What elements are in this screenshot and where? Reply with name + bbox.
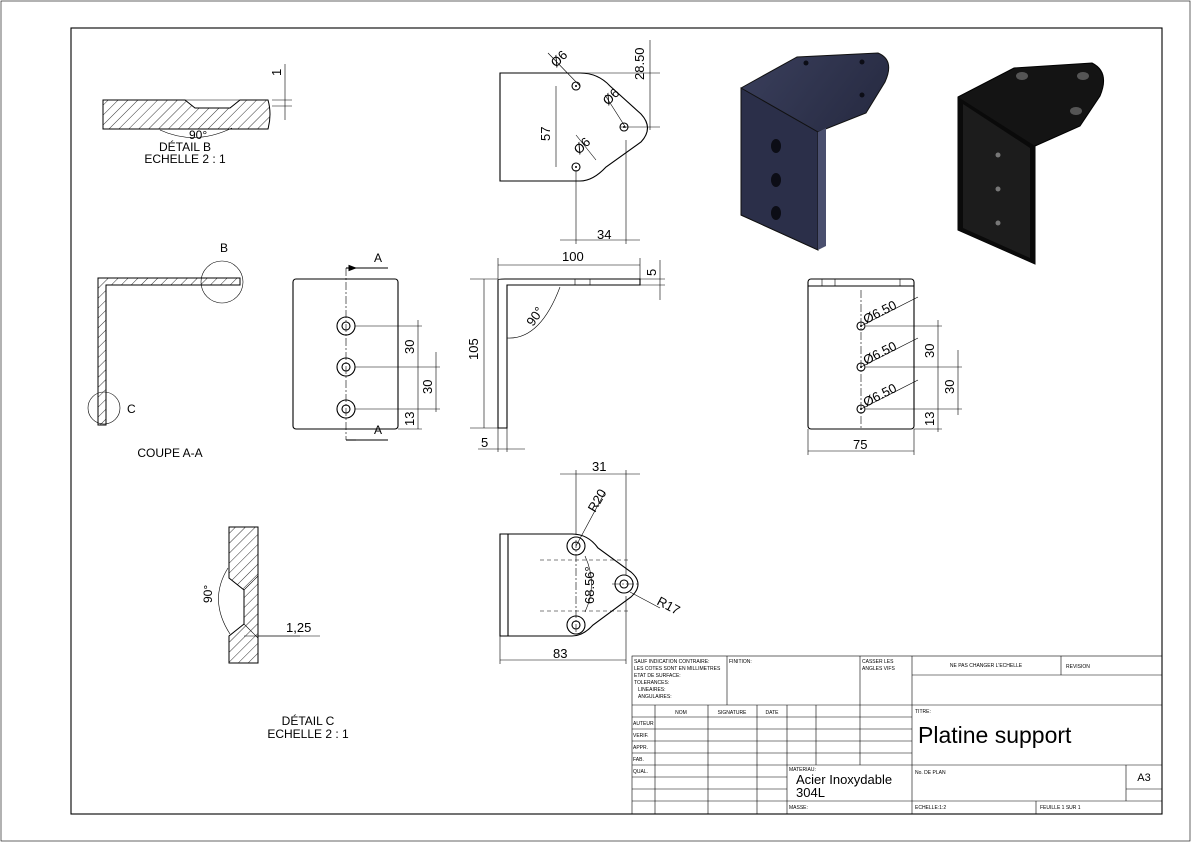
tb-format: A3 [1137,772,1150,784]
detail-b-depth-dim: 1 [269,69,284,76]
detail-b-title: DÉTAIL B [159,139,211,154]
front-view: A A 30 30 13 [292,251,440,441]
top-view: Ø6 Ø6 Ø6 28.50 57 34 [499,40,660,244]
tb-revision-label: REVISION [1066,664,1090,670]
side-thk-top-dim: 5 [644,269,659,276]
tb-col-date: DATE [766,710,780,716]
top-pitch-dim: 57 [538,127,553,141]
detail-c-angle-dim: 90° [201,585,215,603]
top-width-dim: 34 [597,227,611,242]
tb-note-3: ETAT DE SURFACE: [634,673,681,679]
section-label-b: B [220,241,228,255]
drawing-title: Platine support [918,722,1072,748]
top-height-dim: 28.50 [632,47,647,80]
tb-row-fab: FAB. [633,757,644,763]
detail-c-view: 90° 1,25 DÉTAIL C ECHELLE 2 : 1 [201,526,349,741]
tb-note-5: LINEAIRES: [638,687,666,693]
side-view: 100 5 105 90° 5 [466,249,665,452]
bottom-dim-r17: R17 [655,593,683,617]
tb-note-4: TOLERANCES: [634,680,669,686]
tb-material-line2: 304L [796,785,825,800]
bottom-view: 31 R20 68.56° R17 83 [499,459,683,664]
tb-row-appr: APPR. [633,745,648,751]
tb-sheet: FEUILLE 1 SUR 1 [1040,805,1081,811]
section-marker-top: A [374,251,382,265]
tb-col-nom: NOM [675,710,687,716]
bottom-angle-dim: 68.56° [582,566,597,604]
isometric-view-right [957,62,1105,265]
inner-border [70,27,1163,815]
bottom-dim-31: 31 [592,459,606,474]
detail-b-scale: ECHELLE 2 : 1 [144,152,226,166]
tb-title-label: TITRE: [915,709,931,715]
tb-material-label: MATERIAU: [789,767,816,773]
right-dim-13: 13 [922,412,937,426]
detail-c-thk-dim: 1,25 [286,620,311,635]
front-dim-30-b: 30 [420,380,435,394]
tb-break-edges-1: CASSER LES [862,659,894,665]
top-hole-dim-1: Ø6 [548,47,571,70]
bottom-dim-r20: R20 [585,486,610,514]
tb-row-auteur: AUTEUR [633,721,654,727]
tb-break-edges-2: ANGLES VIFS [862,666,895,672]
side-angle-dim: 90° [523,304,547,329]
tb-material-line1: Acier Inoxydable [796,772,892,787]
right-hole-dim-3: Ø6.50 [861,380,899,409]
isometric-view-left [740,52,890,251]
bottom-dim-83: 83 [553,646,567,661]
right-dim-30-b: 30 [942,380,957,394]
right-view: Ø6.50 Ø6.50 Ø6.50 30 30 13 75 [807,278,962,455]
front-dim-13: 13 [402,412,417,426]
tb-plan-label: No. DE PLAN [915,770,946,776]
tb-row-verif: VERIF. [633,733,649,739]
detail-b-view: 1 90° DÉTAIL B ECHELLE 2 : 1 [102,64,292,166]
side-thk-bottom-dim: 5 [481,435,488,450]
front-dim-30-a: 30 [402,340,417,354]
detail-c-scale: ECHELLE 2 : 1 [267,727,349,741]
section-label-c: C [127,402,136,416]
right-hole-dim-2: Ø6.50 [861,338,899,367]
tb-note-6: ANGULAIRES: [638,694,672,700]
side-height-dim: 105 [466,338,481,360]
right-width-dim: 75 [853,437,867,452]
top-hole-dim-2: Ø6 [600,85,623,108]
tb-no-scale: NE PAS CHANGER L'ECHELLE [950,663,1023,669]
section-marker-bottom: A [374,423,382,437]
tb-finish-label: FINITION: [729,659,752,665]
top-hole-dim-3: Ø6 [571,134,594,157]
right-hole-dim-1: Ø6.50 [861,297,899,326]
tb-scale: ECHELLE:1:2 [915,805,946,811]
side-length-dim: 100 [562,249,584,264]
detail-b-angle-dim: 90° [189,128,207,142]
tb-row-qual: QUAL. [633,769,648,775]
tb-note-1: SAUF INDICATION CONTRAIRE: [634,659,709,665]
tb-col-signature: SIGNATURE [718,710,747,716]
section-aa-title: COUPE A-A [137,446,202,460]
title-block: SAUF INDICATION CONTRAIRE: LES COTES SON… [631,655,1163,815]
tb-note-2: LES COTES SONT EN MILLIMETRES [634,666,721,672]
right-dim-30-a: 30 [922,344,937,358]
tb-mass-label: MASSE: [789,805,808,811]
detail-c-title: DÉTAIL C [282,713,335,728]
section-aa-view: B C COUPE A-A [87,241,244,460]
